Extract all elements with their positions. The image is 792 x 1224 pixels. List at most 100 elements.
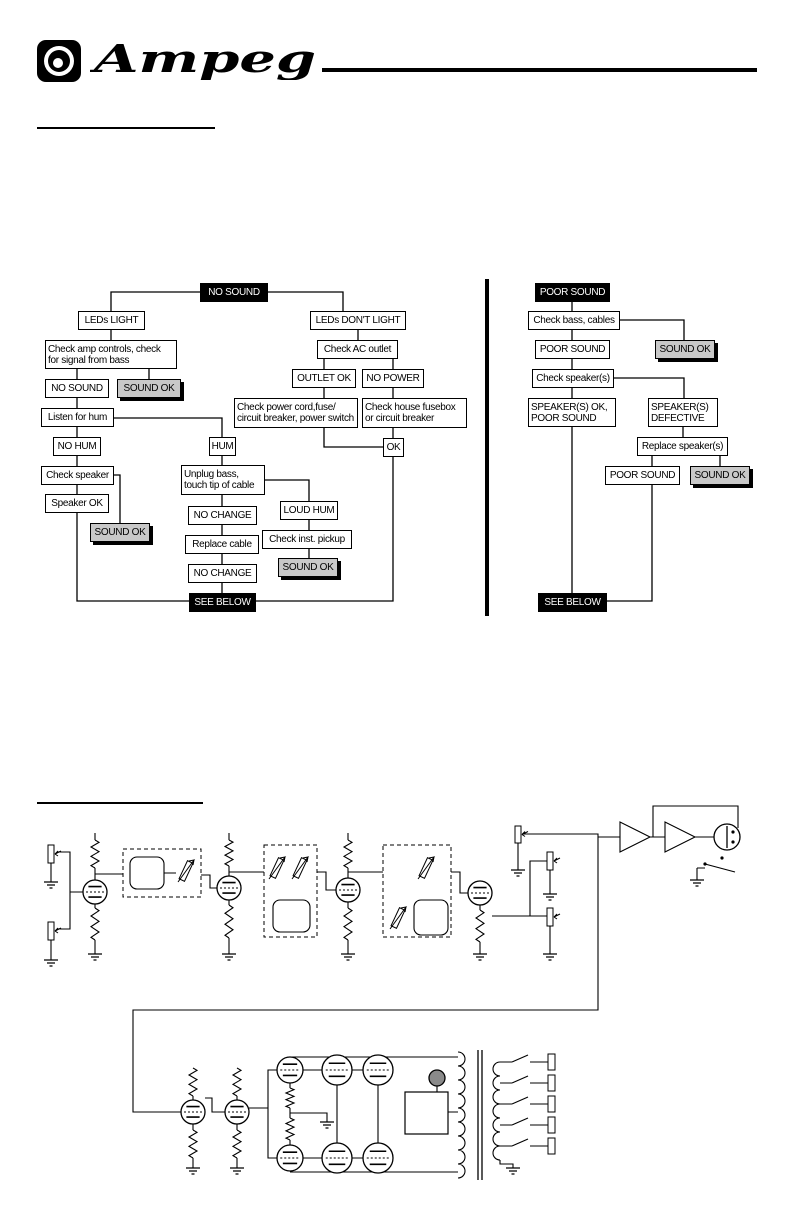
node-replace-speakers: Replace speaker(s)	[637, 437, 728, 456]
filter-block	[272, 899, 311, 933]
node-speakers-ok: SPEAKER(S) OK, POOR SOUND	[528, 398, 616, 427]
resistor	[284, 1117, 296, 1141]
master-volume-pot	[514, 825, 522, 844]
node-no-change: NO CHANGE	[188, 506, 257, 525]
node-poor-sound-start: POOR SOUND	[535, 283, 610, 302]
ground-symbol	[222, 953, 236, 961]
node-hum: HUM	[209, 437, 236, 456]
ground-symbol	[44, 959, 58, 967]
connector-line	[265, 479, 310, 501]
connector-line	[620, 319, 685, 340]
node-loud-hum: LOUD HUM	[280, 501, 338, 520]
signal-wire	[236, 1069, 277, 1168]
speaker-tap-switch	[511, 1117, 529, 1126]
signal-wire	[317, 871, 336, 891]
connector-line	[323, 388, 394, 398]
resistor	[224, 904, 234, 939]
power-tube-electrodes	[328, 1150, 346, 1166]
indicator-lamp	[428, 1069, 446, 1087]
node-listen-for-hum: Listen for hum	[41, 408, 114, 427]
node-leds-dont-light: LEDs DON'T LIGHT	[310, 311, 406, 330]
speaker-tap-switch	[511, 1138, 529, 1147]
ground-symbol	[473, 953, 487, 961]
tone-pot-wiper	[553, 913, 561, 920]
variable-resistor-arrow	[389, 906, 408, 930]
signal-wire	[517, 843, 551, 954]
ground-symbol	[320, 1121, 334, 1129]
node-check-bass-cables: Check bass, cables	[528, 311, 620, 330]
output-jack-contact	[731, 840, 735, 844]
resistor	[187, 1067, 199, 1097]
ground-symbol	[186, 1167, 200, 1175]
signal-wire	[132, 833, 620, 1113]
input-jack	[47, 844, 55, 864]
signal-wire	[451, 871, 468, 894]
node-sound-ok: SOUND OK	[278, 558, 338, 577]
ground-symbol	[88, 953, 102, 961]
filter-block	[129, 856, 165, 890]
node-no-change: NO CHANGE	[188, 564, 257, 583]
speaker-output	[547, 1095, 556, 1113]
node-check-power-cord: Check power cord,fuse/ circuit breaker, …	[234, 398, 358, 428]
resistor	[187, 1129, 199, 1159]
connector-line	[256, 457, 394, 602]
connector-line	[651, 456, 721, 466]
node-speaker-ok: Speaker OK	[45, 494, 109, 513]
resistor	[89, 839, 101, 869]
node-outlet-ok: OUTLET OK	[292, 369, 356, 388]
variable-resistor-arrow	[417, 856, 436, 880]
speaker-output	[547, 1074, 556, 1092]
resistor	[231, 1129, 243, 1159]
bias-supply-box	[404, 1091, 449, 1135]
node-see-below: SEE BELOW	[189, 593, 256, 612]
ground-symbol	[44, 881, 58, 889]
signal-wire	[479, 860, 547, 954]
signal-wire	[192, 1096, 225, 1168]
connector-line	[323, 359, 394, 369]
transformer-core	[477, 1050, 483, 1180]
amplifier-triangle	[619, 821, 652, 853]
variable-resistor-arrow	[291, 856, 310, 880]
connector-line	[323, 428, 383, 448]
node-leds-light: LEDs LIGHT	[78, 311, 145, 330]
input-jack	[47, 921, 55, 941]
node-sound-ok: SOUND OK	[690, 466, 750, 485]
driver-tube-electrodes	[230, 1105, 244, 1118]
brand-wordmark-text: Ampeg	[90, 38, 316, 80]
ground-symbol	[543, 893, 557, 901]
resistor	[231, 1067, 243, 1097]
output-transformer-primary	[457, 1051, 466, 1179]
node-check-house-fusebox: Check house fusebox or circuit breaker	[362, 398, 467, 428]
output-jack-contact	[731, 830, 735, 834]
node-replace-cable: Replace cable	[185, 535, 259, 554]
node-check-speakers: Check speaker(s)	[532, 369, 614, 388]
power-tube-electrodes	[369, 1150, 387, 1166]
amplifier-triangle	[664, 821, 697, 853]
resistor	[223, 839, 235, 867]
node-sound-ok: SOUND OK	[655, 340, 715, 359]
node-speakers-defective: SPEAKER(S) DEFECTIVE	[648, 398, 718, 427]
footswitch-terminal	[703, 862, 707, 866]
input-jack-wiper	[54, 850, 62, 857]
speaker-tap-switch	[511, 1075, 529, 1084]
signal-wire	[228, 833, 264, 954]
control-section-dashed-box	[122, 848, 202, 898]
resistor	[284, 1087, 296, 1109]
node-no-sound: NO SOUND	[45, 379, 109, 398]
connector-line	[607, 485, 653, 602]
brand-wordmark: Ampeg	[90, 38, 757, 80]
signal-wire	[289, 1083, 328, 1145]
ground-symbol	[690, 879, 704, 887]
flowchart-divider	[485, 279, 489, 616]
connector-line	[76, 513, 189, 602]
node-sound-ok: SOUND OK	[90, 523, 150, 542]
tone-pot	[546, 907, 554, 927]
preamp-tube-electrodes	[222, 881, 236, 894]
ground-symbol	[511, 869, 525, 877]
header-rule	[322, 68, 757, 72]
node-no-sound-start: NO SOUND	[200, 283, 268, 302]
speaker-tap-switch	[511, 1054, 529, 1063]
logo-center	[53, 58, 63, 68]
phase-splitter-tube-electrodes	[282, 1063, 298, 1077]
